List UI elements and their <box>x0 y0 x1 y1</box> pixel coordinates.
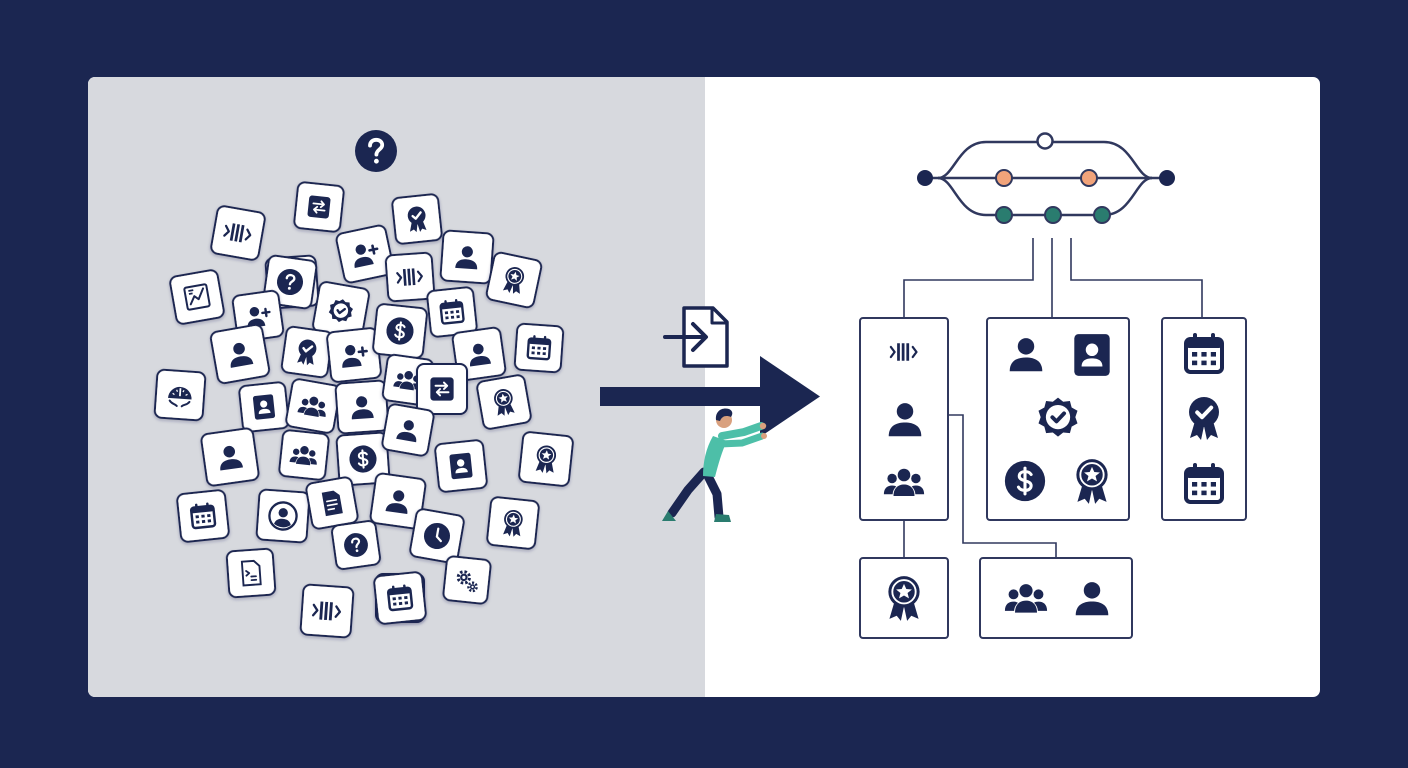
chaos-tile-calendar-icon <box>513 322 565 374</box>
chaos-tile-add-user-icon <box>326 327 382 383</box>
chaos-tile-gears-icon <box>442 555 492 605</box>
chaos-tile-star-ribbon-icon <box>485 251 543 309</box>
chaos-tile-calendar-icon <box>426 286 478 338</box>
chaos-tile-group-icon <box>278 429 330 481</box>
file-import-icon <box>663 306 729 368</box>
chaos-tile-star-ribbon-icon <box>486 496 540 550</box>
chaos-tile-dollar-icon <box>335 431 391 487</box>
group-left <box>859 317 949 521</box>
chaos-tile-star-ribbon-icon <box>476 374 532 430</box>
chaos-tiles <box>153 181 574 639</box>
chaos-tile-dollar-icon <box>372 303 428 359</box>
group-center <box>986 317 1130 521</box>
chaos-tile-document-icon <box>305 476 359 530</box>
chaos-tile-person-icon <box>200 427 260 487</box>
chaos-tile-add-user-icon <box>335 224 395 284</box>
pipeline-node <box>1044 206 1062 224</box>
swap-arrows-icon <box>429 376 455 402</box>
pipeline-start-node <box>917 170 933 186</box>
pipeline-node <box>1080 169 1098 187</box>
chaos-tile-swap-arrows-icon <box>293 181 345 233</box>
chaos-tile-approved-badge-icon <box>280 325 334 379</box>
contact-card-icon <box>252 394 276 420</box>
chaos-tile-calendar-icon <box>373 571 427 625</box>
chaos-tile-person-icon <box>369 472 427 530</box>
chaos-tile-question-icon <box>331 520 381 570</box>
chaos-tile-calendar-icon <box>176 489 230 543</box>
chaos-tile-document-chart-icon <box>169 269 225 325</box>
group-right <box>1161 317 1247 521</box>
pipeline-end-node <box>1159 170 1175 186</box>
pushing-person-figure <box>662 408 767 522</box>
floating-question-icon <box>353 128 399 174</box>
group-bottom-center <box>979 557 1133 639</box>
contact-card-icon <box>1074 334 1110 376</box>
pipeline-node <box>1036 132 1054 150</box>
group-bottom-left <box>859 557 949 639</box>
chaos-tile-person-circle-icon <box>255 488 311 544</box>
chaos-tile-progress-bar-icon <box>299 583 355 639</box>
transform-arrow <box>600 356 820 437</box>
chaos-tile-swap-arrows-icon <box>416 363 468 415</box>
dollar-icon <box>1003 459 1047 503</box>
chaos-tile-person-icon <box>439 229 495 285</box>
chaos-tile-progress-bar-icon <box>210 205 266 261</box>
chaos-tile-contact-card-icon <box>238 381 290 433</box>
contact-card-icon <box>449 452 473 480</box>
chaos-tile-group-icon <box>285 378 341 434</box>
pipeline-node <box>1093 206 1111 224</box>
chaos-tile-approved-badge-icon <box>391 193 443 245</box>
chaos-tile-person-icon <box>381 403 435 457</box>
pipeline-node <box>995 206 1013 224</box>
org-connectors <box>903 238 1203 558</box>
chaos-tile-gauge-icon <box>153 368 207 422</box>
pipeline-node <box>995 169 1013 187</box>
swap-arrows-icon <box>306 194 332 220</box>
chaos-tile-code-file-icon <box>225 547 277 599</box>
chaos-cluster <box>153 128 574 639</box>
chaos-tile-progress-bar-icon <box>384 251 436 303</box>
chaos-tile-contact-card-icon <box>434 439 488 493</box>
chaos-tile-person-icon <box>209 323 271 385</box>
chaos-tile-person-icon <box>334 379 390 435</box>
chaos-tile-clock-icon <box>409 508 465 564</box>
chaos-tile-star-ribbon-icon <box>518 431 574 487</box>
pipeline-diagram <box>917 132 1175 224</box>
